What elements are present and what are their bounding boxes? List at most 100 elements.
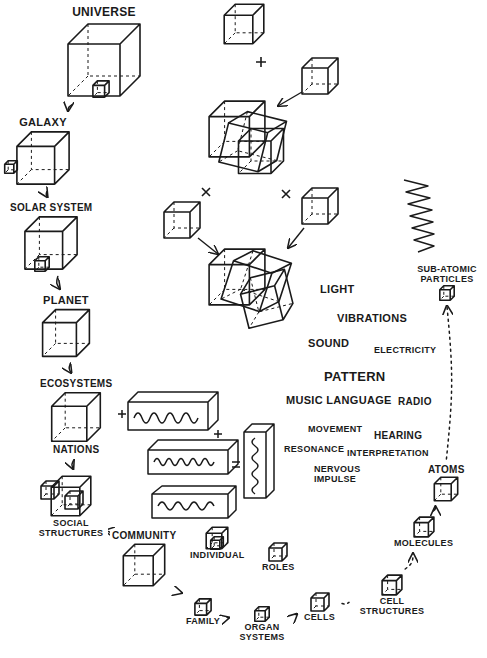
annotation-word: NERVOUS IMPULSE <box>312 464 376 485</box>
cube-icon <box>25 216 77 268</box>
waveform <box>158 502 214 510</box>
cube-icon <box>224 4 264 44</box>
cube-node: PLANET <box>38 292 94 361</box>
cube-node: MOLECULES <box>390 514 457 550</box>
cube-outline <box>254 606 270 622</box>
cube-outline <box>64 20 144 100</box>
flow-arrow <box>405 553 413 569</box>
waveform <box>154 459 214 466</box>
cube-outline <box>194 598 212 616</box>
tall-box <box>244 424 274 498</box>
flow-arrow <box>446 306 451 459</box>
cube-outline <box>268 542 288 562</box>
node-label: FAMILY <box>184 616 222 626</box>
cube-node: CELL STRUCTURES <box>352 572 432 619</box>
node-label: PLANET <box>41 294 91 307</box>
cube-icon <box>239 129 284 174</box>
node-label: UNIVERSE <box>70 6 138 20</box>
cube-icon <box>123 544 164 585</box>
cube-icon <box>52 392 101 441</box>
cube-outline <box>381 574 403 596</box>
slab-box <box>128 392 218 430</box>
sketch-arrow <box>288 228 304 248</box>
plus-mark <box>118 410 126 418</box>
cube-icon <box>269 543 287 561</box>
cube-icon <box>164 202 200 238</box>
cube-icon <box>41 481 59 499</box>
node-label: SUB-ATOMIC PARTICLES <box>412 264 482 285</box>
slab-box <box>148 440 238 474</box>
cube-node: ECOSYSTEMS NATIONS <box>36 376 116 457</box>
times-mark <box>202 188 210 196</box>
cube-icon <box>17 132 69 184</box>
cube-node: UNIVERSE <box>62 4 146 102</box>
annotation-word: VIBRATIONS <box>335 312 409 325</box>
node-label: NATIONS <box>51 444 101 456</box>
node-label: SOCIAL STRUCTURES <box>34 518 108 539</box>
cube-icon <box>302 188 338 224</box>
annotation-word: HEARING <box>372 430 424 442</box>
annotation-word: PATTERN <box>322 370 388 385</box>
wave-squiggle <box>404 180 434 252</box>
cube-icon <box>435 477 458 500</box>
annotation-word: RADIO <box>396 396 434 408</box>
flow-arrow <box>46 192 47 197</box>
node-label: CELL STRUCTURES <box>354 596 430 617</box>
cube-icon <box>195 599 211 615</box>
cube-sum-top <box>202 4 338 198</box>
cube-node: ATOMS <box>424 462 469 504</box>
plus-mark <box>256 57 266 67</box>
flow-arrow <box>295 613 297 615</box>
cube-icon <box>382 575 402 595</box>
cube-outline <box>40 307 92 359</box>
cube-node: INDIVIDUAL <box>186 524 249 562</box>
cube-icon <box>237 269 296 328</box>
cube-icon <box>43 309 90 356</box>
times-mark <box>282 190 290 198</box>
node-label: ORGAN SYSTEMS <box>234 622 290 643</box>
flow-arrow <box>181 592 183 594</box>
node-label: CELLS <box>302 612 337 622</box>
waveform-boxes <box>118 392 274 518</box>
annotation-word: MOVEMENT <box>306 424 364 434</box>
node-label: MOLECULES <box>392 538 455 548</box>
cube-node: SUB-ATOMIC PARTICLES <box>410 262 484 303</box>
cube-outline <box>14 129 72 187</box>
annotation-word: LIGHT <box>318 283 357 296</box>
cube-node: SOLAR SYSTEM <box>6 200 97 274</box>
cube-icon <box>440 285 454 299</box>
cube-node: GALAXY <box>12 114 74 189</box>
plus-mark <box>214 430 222 438</box>
waveform <box>252 438 258 494</box>
cube-outline <box>439 285 455 301</box>
flow-arrow <box>433 507 435 512</box>
node-label: ECOSYSTEMS <box>38 378 114 390</box>
cube-icon <box>5 161 18 174</box>
node-label: GALAXY <box>17 116 69 129</box>
slab-box <box>152 486 236 518</box>
annotation-word: SOUND <box>306 337 351 350</box>
cube-node: SOCIAL STRUCTURES <box>32 472 110 541</box>
waveform <box>134 413 198 423</box>
flow-arrow <box>68 105 72 111</box>
cube-outline <box>22 214 80 272</box>
cube-icon <box>51 476 91 516</box>
annotation-word: ELECTRICITY <box>372 345 438 355</box>
sketch-arrow <box>278 92 302 106</box>
node-label: COMMUNITY <box>110 530 178 542</box>
flow-arrow <box>342 602 349 604</box>
cube-node: FAMILY <box>182 596 224 628</box>
cube-outline <box>49 474 93 518</box>
cube-outline <box>433 476 459 502</box>
flow-arrow <box>57 277 60 290</box>
cube-icon <box>219 108 287 176</box>
node-label: INDIVIDUAL <box>188 550 247 560</box>
cube-icon <box>93 81 109 97</box>
equals-mark <box>232 462 240 467</box>
cube-node: COMMUNITY <box>108 528 180 590</box>
node-label: ATOMS <box>426 464 467 476</box>
cube-outline <box>310 592 330 612</box>
cube-outline <box>121 542 167 588</box>
cube-icon <box>414 517 434 537</box>
cube-sum-bottom <box>164 188 338 328</box>
